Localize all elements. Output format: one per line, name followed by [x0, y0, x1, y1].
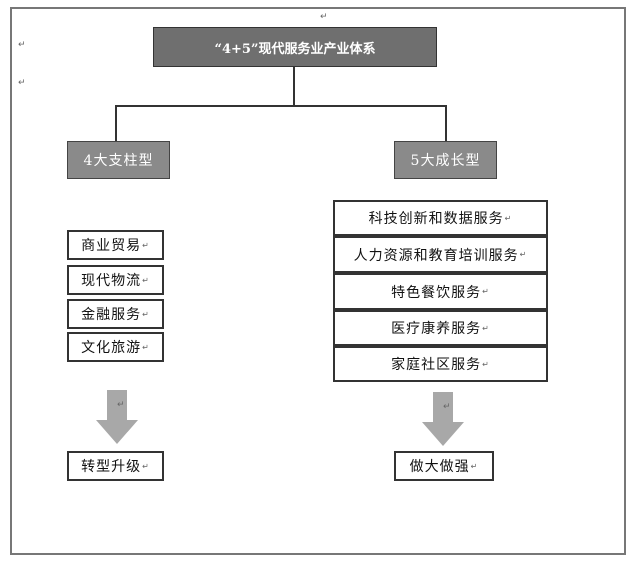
paragraph-mark: ↵	[18, 40, 26, 50]
paragraph-mark: ↵	[482, 323, 490, 333]
left-result-node: 转型升级↵	[67, 451, 164, 481]
title-node: “4+5”现代服务业产业体系	[153, 27, 437, 67]
left-item: 文化旅游↵	[67, 332, 164, 362]
left-result-label: 转型升级	[81, 459, 142, 475]
category-left-node: 4大支柱型	[67, 141, 170, 179]
paragraph-mark: ↵	[117, 400, 125, 410]
left-item: 商业贸易↵	[67, 230, 164, 260]
right-item: 科技创新和数据服务↵	[333, 200, 548, 236]
paragraph-mark: ↵	[142, 461, 150, 471]
right-item-label: 家庭社区服务	[391, 357, 482, 373]
paragraph-mark: ↵	[142, 309, 150, 319]
paragraph-mark: ↵	[443, 402, 451, 412]
paragraph-mark: ↵	[142, 342, 150, 352]
paragraph-mark: ↵	[482, 359, 490, 369]
right-result-label: 做大做强	[409, 459, 470, 475]
right-item-label: 科技创新和数据服务	[368, 211, 504, 227]
paragraph-mark: ↵	[320, 12, 328, 22]
right-item: 人力资源和教育培训服务↵	[333, 236, 548, 273]
connector-right	[445, 105, 447, 141]
left-item-label: 现代物流	[81, 273, 142, 289]
right-item: 家庭社区服务↵	[333, 346, 548, 382]
connector-left	[115, 105, 117, 141]
right-item-label: 医疗康养服务	[391, 321, 482, 337]
paragraph-mark: ↵	[18, 78, 26, 88]
category-right-node: 5大成长型	[394, 141, 497, 179]
paragraph-mark: ↵	[142, 240, 150, 250]
paragraph-mark: ↵	[482, 287, 490, 296]
right-item: 特色餐饮服务↵	[333, 273, 548, 310]
right-item-label: 人力资源和教育培训服务	[353, 247, 519, 264]
right-item-label: 特色餐饮服务	[391, 284, 482, 301]
paragraph-mark: ↵	[504, 213, 513, 223]
down-arrow-icon	[422, 392, 464, 446]
diagram-frame	[10, 7, 626, 555]
connector-trunk	[293, 67, 295, 107]
right-result-node: 做大做强↵	[394, 451, 494, 481]
paragraph-mark: ↵	[470, 461, 479, 471]
right-item: 医疗康养服务↵	[333, 310, 548, 346]
category-right-label: 5大成长型	[410, 153, 481, 169]
paragraph-mark: ↵	[519, 250, 528, 259]
left-item-label: 金融服务	[81, 307, 142, 323]
title-text: “4+5”现代服务业产业体系	[214, 41, 376, 57]
left-item: 现代物流↵	[67, 265, 164, 295]
left-item: 金融服务↵	[67, 299, 164, 329]
left-item-label: 商业贸易	[81, 238, 142, 254]
paragraph-mark: ↵	[142, 275, 150, 285]
connector-horizontal	[115, 105, 447, 107]
down-arrow-icon	[96, 390, 138, 444]
category-left-label: 4大支柱型	[83, 153, 154, 169]
left-item-label: 文化旅游	[81, 340, 142, 356]
